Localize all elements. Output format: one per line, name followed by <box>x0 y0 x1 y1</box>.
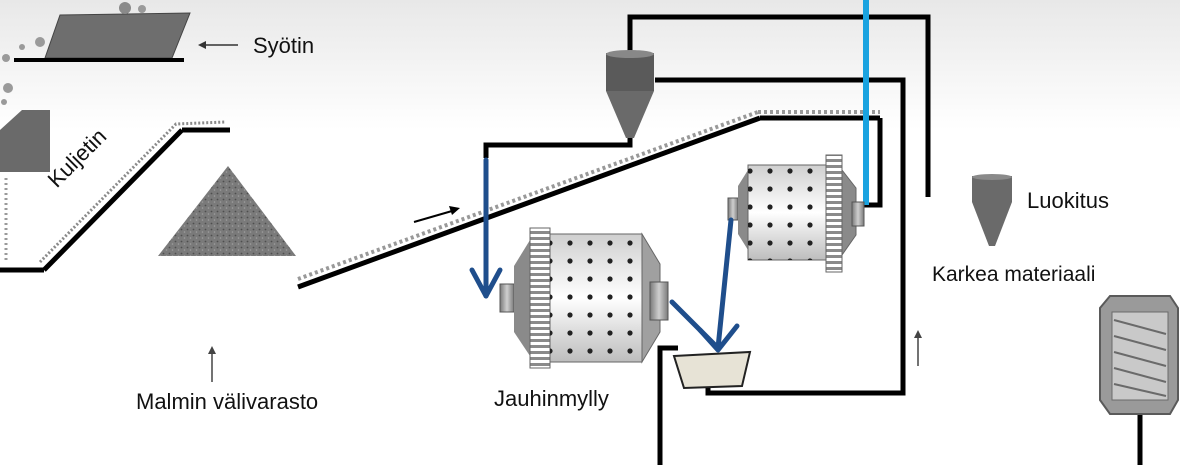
conveyor-direction-arrow <box>413 206 460 223</box>
label-luokitus: Luokitus <box>1027 188 1109 213</box>
thickener-tank <box>1099 295 1179 415</box>
feeder-pointer-arrow <box>198 41 238 49</box>
grinding-mill <box>499 227 669 369</box>
mill-feed-conveyor <box>297 110 880 290</box>
label-malmin-valivarasto: Malmin välivarasto <box>136 389 319 414</box>
coarse-pointer-arrow <box>914 330 922 366</box>
cyclone-legend-icon <box>972 174 1012 246</box>
ore-stockpile <box>158 166 296 256</box>
label-syotin: Syötin <box>253 33 315 58</box>
hydrocyclone <box>606 50 654 138</box>
regrind-mill <box>727 154 865 273</box>
sump-box <box>672 350 752 390</box>
belt-conveyor <box>0 110 230 273</box>
label-karkea-materiaali: Karkea materiaali <box>932 263 1096 286</box>
feeder <box>1 2 191 105</box>
stockpile-pointer-arrow <box>208 346 216 382</box>
flow-arrows <box>469 157 740 353</box>
label-jauhinmylly: Jauhinmylly <box>494 386 609 411</box>
